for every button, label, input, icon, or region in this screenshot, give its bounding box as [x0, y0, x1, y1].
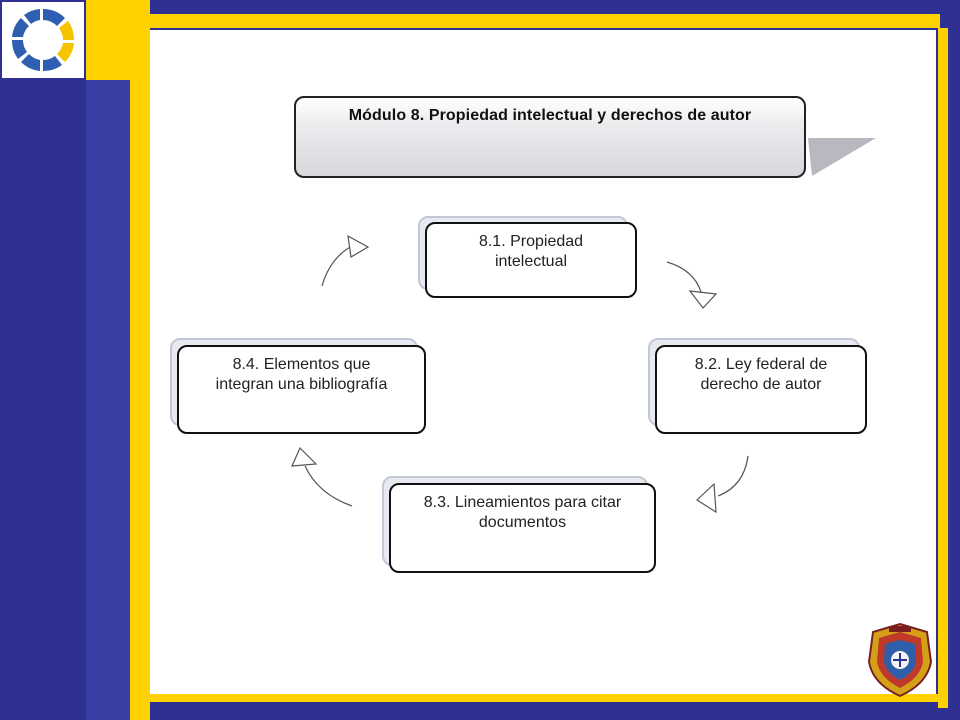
arrowhead-icon [291, 446, 318, 467]
node-lineamientos: 8.3. Lineamientos para citar documentos [389, 483, 656, 573]
logo-box [0, 0, 86, 80]
cycle-arrow [717, 455, 749, 497]
node-text-line: 8.3. Lineamientos para citar [423, 494, 622, 511]
arrowhead-icon [347, 234, 370, 258]
module-title: Módulo 8. Propiedad intelectual y derech… [348, 107, 752, 124]
arrowhead-icon [696, 482, 717, 514]
university-crest-emblem-icon [867, 622, 933, 698]
node-propiedad-intelectual: 8.1. Propiedad intelectual [425, 222, 637, 298]
node-ley-federal: 8.2. Ley federal de derecho de autor [655, 345, 867, 434]
cycle-arrow [304, 465, 353, 507]
arrowhead-icon [688, 290, 718, 309]
node-elementos-bibliografia: 8.4. Elementos que integran una bibliogra… [177, 345, 426, 434]
node-text-line: integran una bibliografía [215, 376, 388, 393]
node-text-line: 8.2. Ley federal de [694, 356, 828, 373]
segmented-ring-logo-icon [11, 8, 75, 72]
node-text-line: 8.1. Propiedad [478, 233, 584, 250]
cycle-arrow [321, 245, 353, 287]
cycle-arrow [666, 261, 702, 293]
node-text-line: derecho de autor [700, 376, 822, 393]
node-text-line: intelectual [494, 253, 568, 270]
node-text-line: documentos [478, 514, 567, 531]
module-title-card: Módulo 8. Propiedad intelectual y derech… [294, 96, 806, 178]
node-text-line: 8.4. Elementos que [232, 356, 371, 373]
